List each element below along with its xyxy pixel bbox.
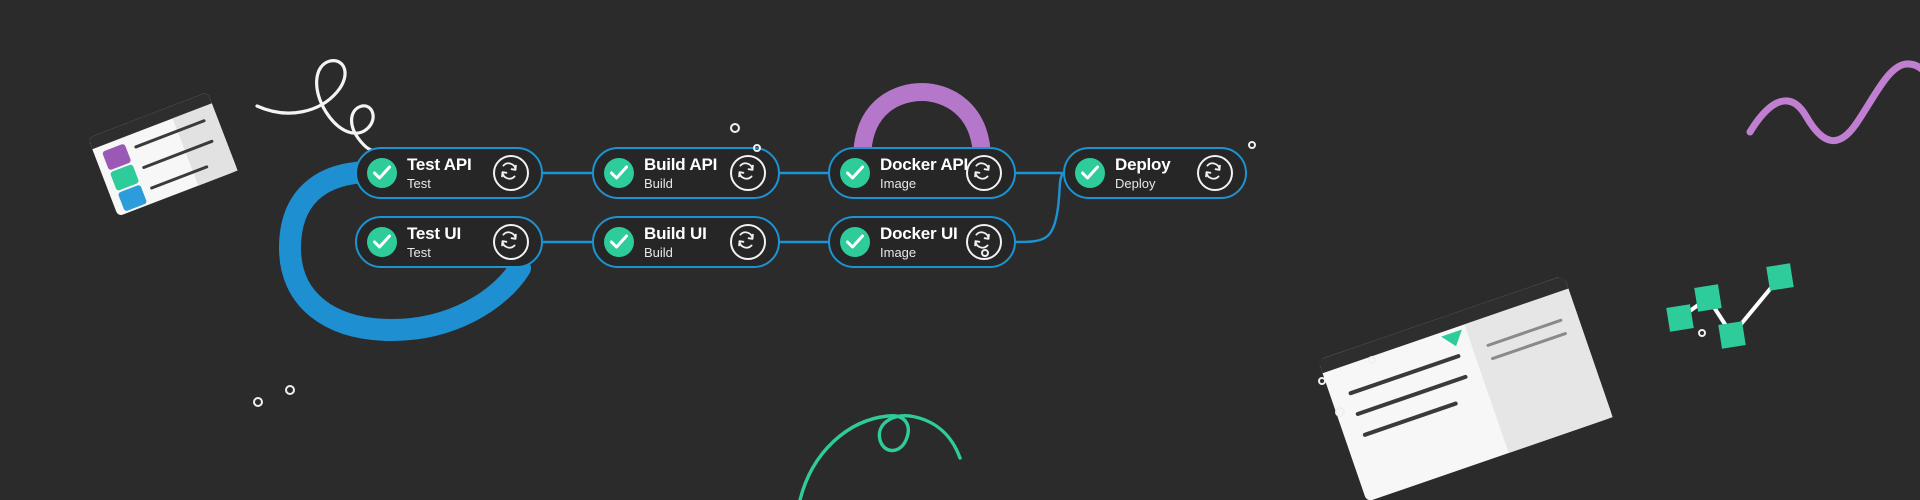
refresh-icon[interactable] — [966, 155, 1002, 191]
pipeline-node-docker-ui[interactable]: Docker UI Image — [828, 216, 1016, 268]
looping-arc-doodle — [798, 414, 962, 500]
line-chart-doodle — [1666, 263, 1794, 349]
node-title: Test API — [407, 155, 472, 174]
pipeline-node-build-api[interactable]: Build API Build — [592, 147, 780, 199]
refresh-icon[interactable] — [493, 155, 529, 191]
pipeline-node-docker-api[interactable]: Docker API Image — [828, 147, 1016, 199]
cursive-loop-doodle — [255, 59, 380, 153]
pipeline-node-deploy[interactable]: Deploy Deploy — [1063, 147, 1247, 199]
pipeline-node-test-api[interactable]: Test API Test — [355, 147, 543, 199]
tilted-document-card-corner — [1319, 276, 1613, 500]
node-subtitle: Build — [644, 176, 673, 191]
docker-api-retry-arc — [853, 82, 991, 169]
node-subtitle: Test — [407, 176, 431, 191]
node-title: Docker API — [880, 155, 969, 174]
node-title: Build UI — [644, 224, 707, 243]
check-circle-icon — [1075, 158, 1105, 188]
pipeline-node-test-ui[interactable]: Test UI Test — [355, 216, 543, 268]
node-title: Test UI — [407, 224, 462, 243]
refresh-icon[interactable] — [1197, 155, 1233, 191]
node-title: Deploy — [1115, 155, 1171, 174]
check-circle-icon — [367, 158, 397, 188]
check-circle-icon — [840, 158, 870, 188]
check-circle-icon — [604, 158, 634, 188]
refresh-icon[interactable] — [966, 224, 1002, 260]
node-subtitle: Image — [880, 176, 917, 191]
node-subtitle: Test — [407, 245, 431, 260]
connector-docker-ui-to-deploy — [1015, 172, 1065, 244]
check-circle-icon — [367, 227, 397, 257]
check-circle-icon — [840, 227, 870, 257]
check-circle-icon — [604, 227, 634, 257]
tilted-document-card — [89, 93, 238, 215]
refresh-icon[interactable] — [493, 224, 529, 260]
node-subtitle: Image — [880, 245, 917, 260]
start-loop-arc — [278, 161, 531, 342]
pipeline-node-build-ui[interactable]: Build UI Build — [592, 216, 780, 268]
node-title: Build API — [644, 155, 718, 174]
node-title: Docker UI — [880, 224, 958, 243]
node-subtitle: Deploy — [1115, 176, 1156, 191]
sine-wave-doodle — [1746, 60, 1920, 145]
node-subtitle: Build — [644, 245, 673, 260]
refresh-icon[interactable] — [730, 224, 766, 260]
refresh-icon[interactable] — [730, 155, 766, 191]
